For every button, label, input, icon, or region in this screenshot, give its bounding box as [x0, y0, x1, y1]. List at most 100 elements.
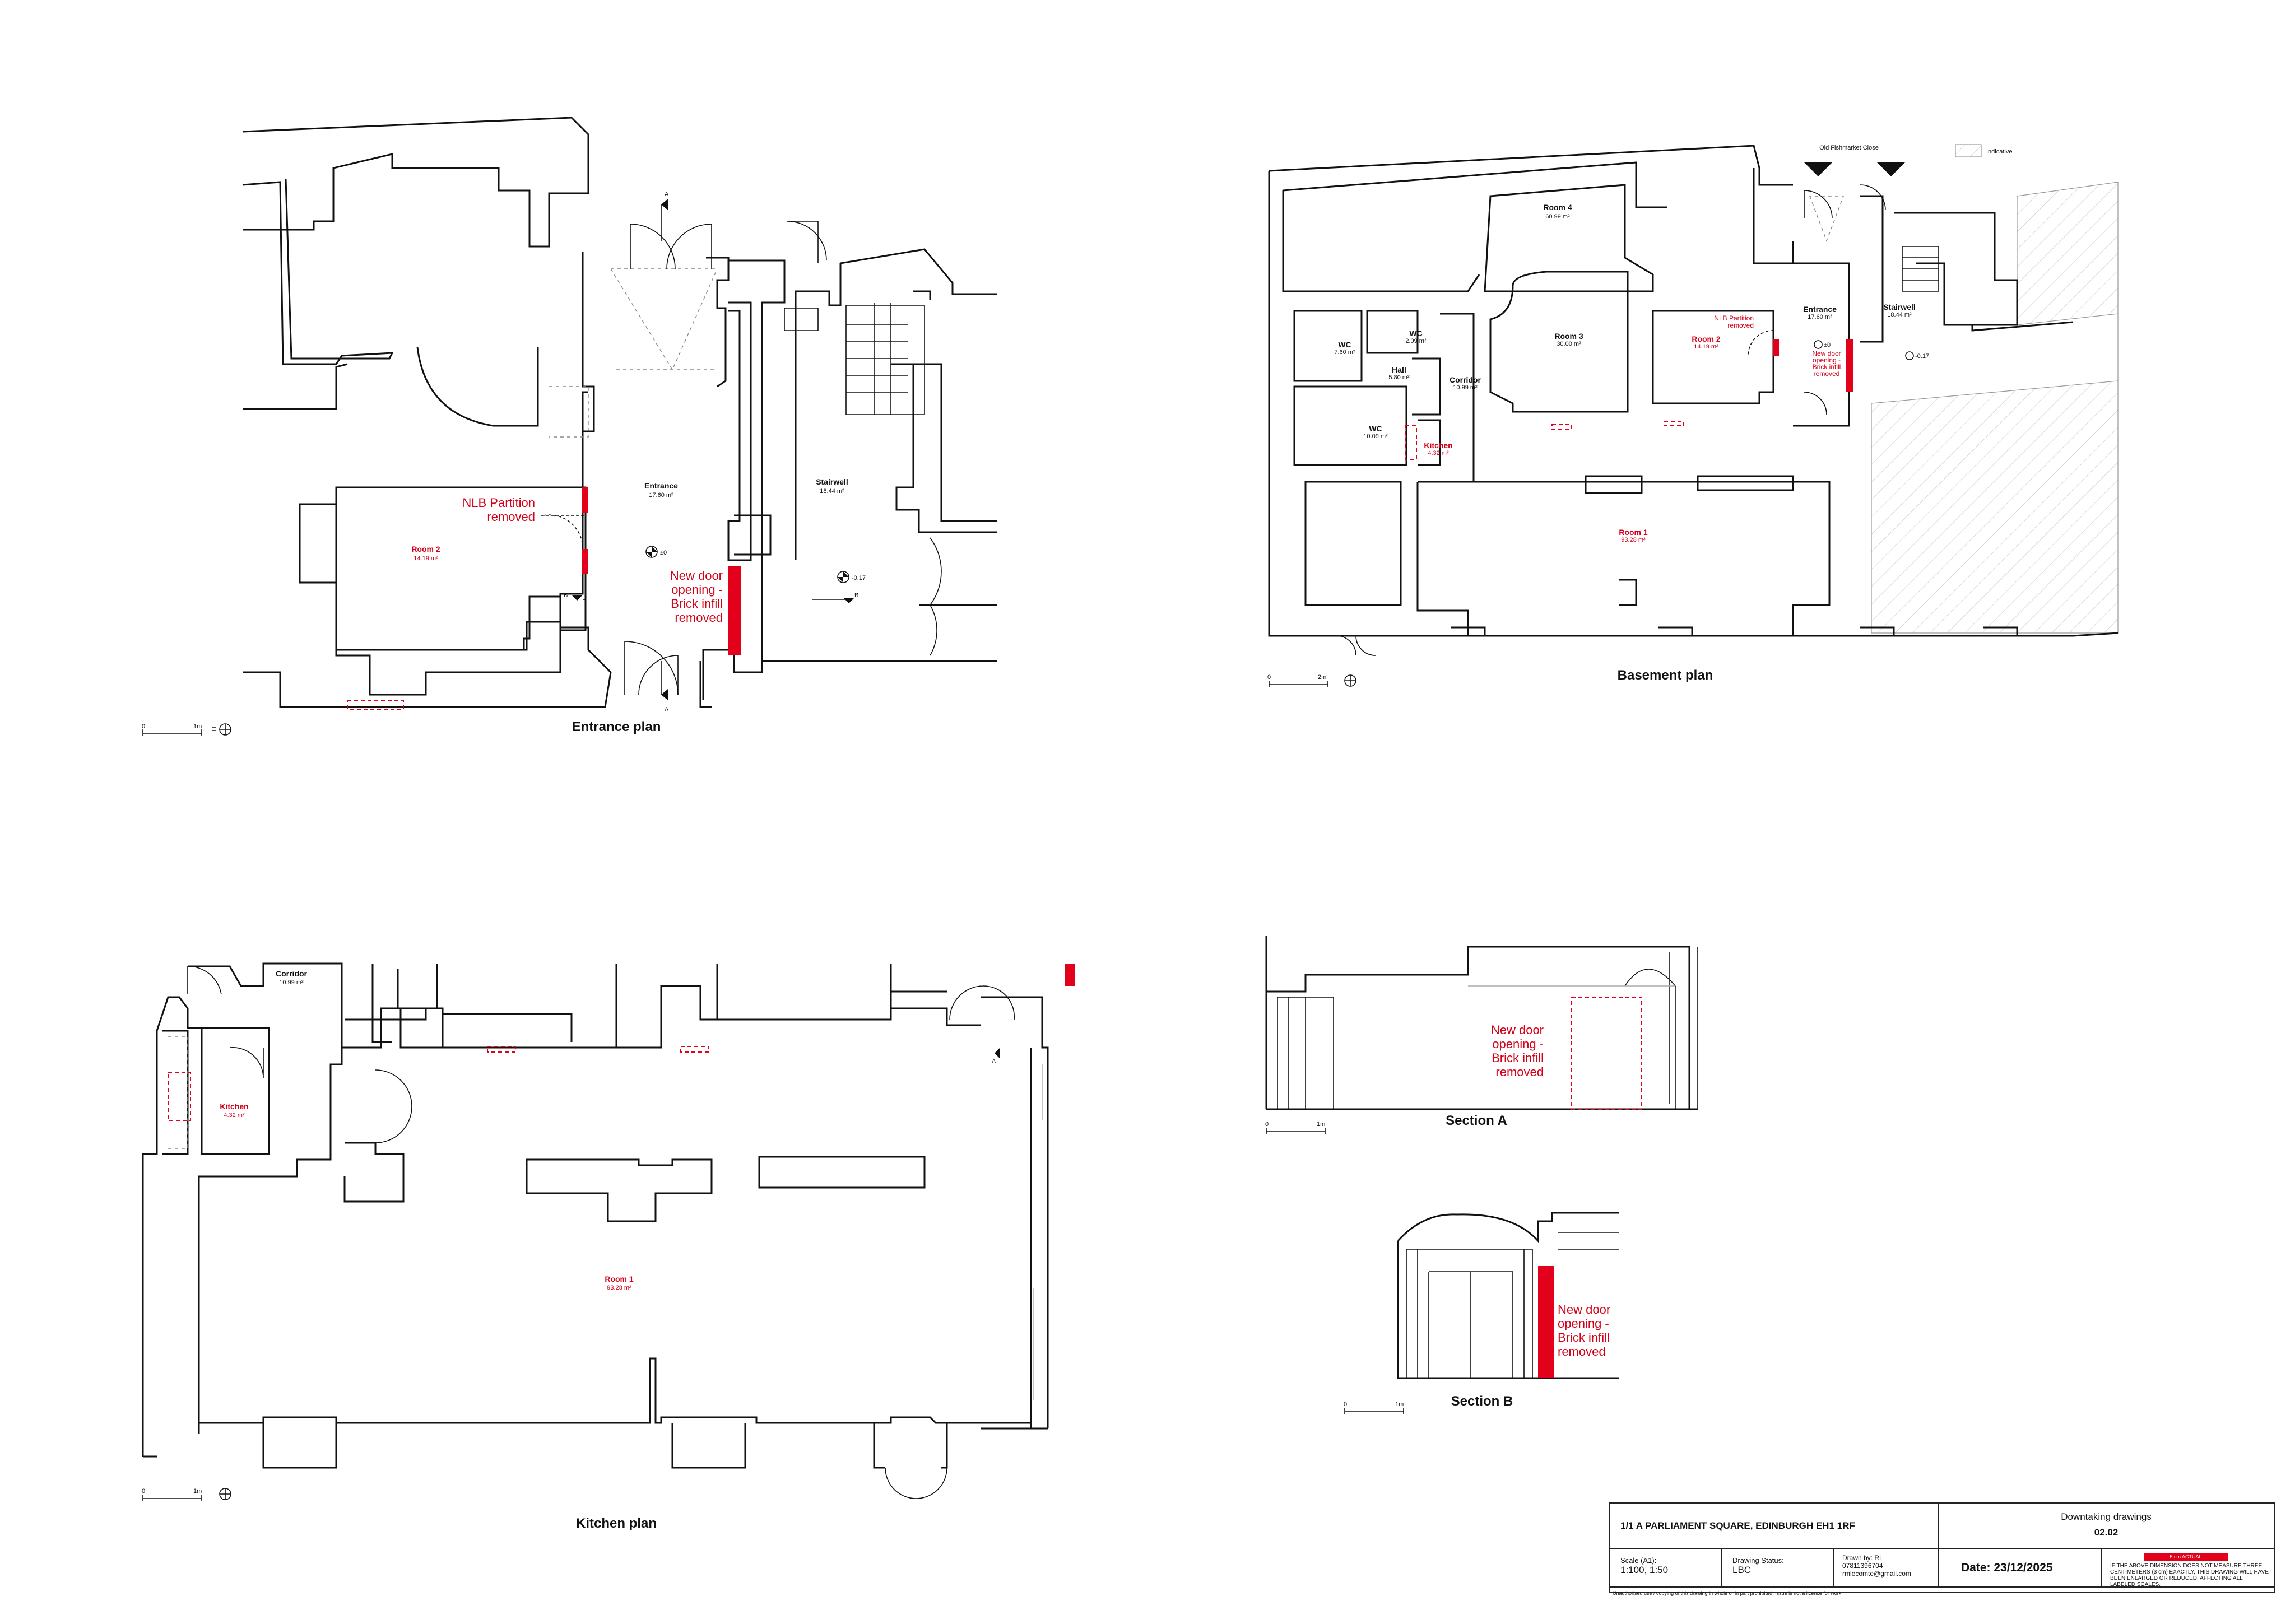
wc-area: 7.60 m² [1334, 349, 1355, 356]
scale-disclaimer: IF THE ABOVE DIMENSION DOES NOT MEASURE … [2110, 1563, 2269, 1588]
new-door-note: Brick infill [1558, 1330, 1610, 1344]
email: rmlecomte@gmail.com [1842, 1570, 1911, 1578]
level-value: -0.17 [852, 575, 866, 581]
indicative-legend-label: Indicative [1986, 148, 2012, 155]
level-marker-icon: ±0 -0.17 [645, 546, 866, 583]
new-door-note: removed [1814, 370, 1840, 378]
nlb-partition-removed [582, 487, 588, 513]
stairwell-label: Stairwell [816, 477, 848, 486]
scale-zero: 0 [1265, 1121, 1269, 1128]
wc-area: 10.09 m² [1363, 433, 1388, 440]
nlb-partition-note: NLB Partition [462, 496, 535, 510]
room-2-area: 14.19 m² [414, 555, 438, 562]
new-door-note: opening - [671, 583, 723, 597]
room-3-area: 30.00 m² [1557, 341, 1581, 347]
footer-cell: Unauthorised use / copying of this drawi… [1610, 1586, 2274, 1596]
room-2-area: 14.19 m² [1694, 343, 1718, 350]
wc-label: WC [1409, 329, 1422, 338]
new-door-note: removed [1558, 1344, 1606, 1358]
entrance-area: 17.60 m² [649, 492, 673, 499]
new-door-note: Brick infill [671, 597, 723, 611]
section-b-title: Section B [1451, 1394, 1513, 1409]
level-value: ±0 [1824, 342, 1831, 348]
scale-end: 2m [1318, 674, 1326, 681]
street-label: Old Fishmarket Close [1819, 145, 1879, 151]
scale-value: 1:100, 1:50 [1620, 1565, 1669, 1575]
new-door-note: New door [1558, 1302, 1610, 1316]
north-arrow-icon [219, 1488, 231, 1500]
kitchen-area: 4.32 m² [1428, 450, 1449, 457]
corridor-area: 10.99 m² [279, 979, 304, 986]
stairwell-area: 18.44 m² [820, 488, 844, 495]
section-mark-a: A A [661, 191, 669, 713]
room-4-label: Room 4 [1543, 203, 1572, 212]
wc-label: WC [1369, 424, 1382, 433]
drawing-date: Date: 23/12/2025 [1961, 1561, 2053, 1574]
new-door-note: Brick infill [1492, 1051, 1544, 1065]
nlb-partition-note: removed [487, 510, 535, 524]
sheet-title: Downtaking drawings [2061, 1511, 2152, 1522]
corridor-label: Corridor [276, 969, 308, 978]
new-door-note: removed [1495, 1065, 1544, 1079]
section-mark-a-label: A [665, 706, 669, 713]
scale-cell: Scale (A1): 1:100, 1:50 [1610, 1549, 1722, 1586]
room-1-area: 93.28 m² [607, 1285, 631, 1291]
new-door-note: New door [670, 569, 723, 583]
wc-area: 2.09 m² [1405, 338, 1427, 345]
kitchen-label: Kitchen [220, 1102, 248, 1111]
title-block: 1/1 A PARLIAMENT SQUARE, EDINBURGH EH1 1… [1609, 1502, 2275, 1596]
entrance-plan: A A B B ±0 -0.17 Room 2 14.19 m² Entranc… [142, 117, 997, 736]
scale-zero: 0 [1267, 674, 1271, 681]
room-4-area: 60.99 m² [1545, 213, 1570, 220]
corridor-area: 10.99 m² [1453, 384, 1478, 391]
room-2-label: Room 2 [411, 545, 440, 553]
section-mark-b-label: B [854, 592, 858, 599]
north-arrow-icon [212, 723, 231, 736]
north-arrow-icon [1344, 674, 1356, 687]
hall-label: Hall [1392, 365, 1406, 374]
author-cell: Drawn by: RL 07811396704 rmlecomte@gmail… [1834, 1549, 1939, 1586]
scale-bar: 0 1m [1265, 1121, 1326, 1134]
scale-check-cell: 5 cm ACTUAL IF THE ABOVE DIMENSION DOES … [2102, 1549, 2274, 1588]
scale-end: 1m [1317, 1121, 1325, 1128]
scale-bar: 0 1m [1344, 1401, 1404, 1414]
corridor-label: Corridor [1450, 375, 1481, 384]
project-address: 1/1 A PARLIAMENT SQUARE, EDINBURGH EH1 1… [1620, 1520, 1855, 1531]
scale-bar: 0 2m [1267, 674, 1356, 687]
entrance-arrow-icon [1877, 162, 1905, 176]
entrance-arrow-icon [1804, 162, 1832, 176]
scale-label: Scale (A1): [1620, 1556, 1657, 1565]
section-b: New door opening - Brick infill removed … [1344, 1212, 1619, 1414]
hall-area: 5.80 m² [1388, 374, 1410, 381]
stairwell-area: 18.44 m² [1887, 311, 1912, 318]
scale-end: 1m [1395, 1401, 1404, 1408]
entrance-label: Entrance [644, 481, 678, 490]
project-cell: 1/1 A PARLIAMENT SQUARE, EDINBURGH EH1 1… [1610, 1504, 1939, 1549]
date-cell: Date: 23/12/2025 [1939, 1549, 2102, 1586]
kitchen-label: Kitchen [1424, 441, 1452, 450]
scale-end: 1m [193, 1488, 202, 1495]
indicative-legend-swatch [1955, 144, 1982, 157]
basement-plan-title: Basement plan [1618, 668, 1713, 683]
status-label: Drawing Status: [1732, 1556, 1784, 1565]
section-mark-a-label: A [992, 1058, 996, 1065]
status-value: LBC [1732, 1565, 1752, 1575]
section-mark-b-label: B [564, 592, 568, 599]
sheet-cell: Downtaking drawings 02.02 [1939, 1504, 2274, 1549]
room-2-label: Room 2 [1692, 334, 1721, 343]
sheet-number: 02.02 [2094, 1527, 2119, 1538]
level-marker-icon: ±0 -0.17 [1814, 340, 1929, 360]
room-1-label: Room 1 [605, 1274, 634, 1283]
new-door-note: New door [1491, 1023, 1544, 1037]
section-mark-a: A [992, 1048, 1000, 1065]
drawn-by: Drawn by: RL [1842, 1554, 1883, 1562]
scale-zero: 0 [142, 1488, 145, 1495]
level-value: -0.17 [1915, 353, 1929, 360]
entrance-area: 17.60 m² [1808, 314, 1832, 320]
section-mark-b: B B [564, 592, 858, 603]
section-a-title: Section A [1446, 1113, 1507, 1128]
section-mark-a-label: A [665, 191, 669, 198]
section-a: New door opening - Brick infill removed … [1265, 936, 1698, 1134]
brick-infill-removed [728, 566, 741, 655]
